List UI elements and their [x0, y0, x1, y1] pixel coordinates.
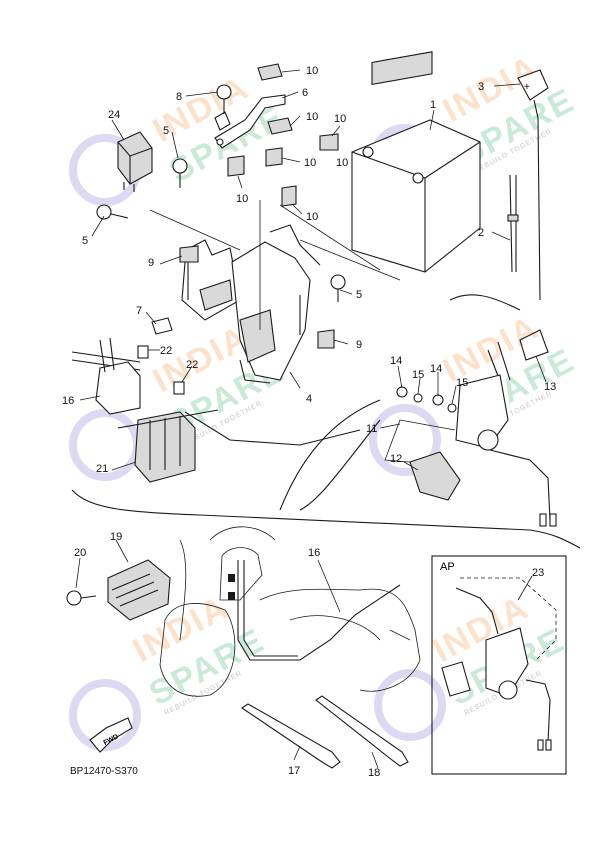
callout-5: 5	[163, 125, 169, 137]
battery-cable: +	[507, 69, 549, 301]
inset-label: AP	[440, 561, 455, 573]
damper-pads	[179, 245, 335, 349]
callout-10: 10	[306, 111, 318, 123]
callout-2: 2	[478, 227, 484, 239]
callout-10: 10	[336, 157, 348, 169]
scooter-outline	[159, 526, 421, 697]
relay	[117, 131, 153, 192]
screws	[96, 158, 346, 302]
rubber-pads	[227, 63, 339, 207]
callout-22: 22	[186, 359, 198, 371]
callout-15: 15	[412, 369, 424, 381]
callout-13: 13	[544, 381, 556, 393]
callout-24: 24	[108, 109, 120, 121]
diagram-code: BP12470-S370	[70, 766, 138, 777]
callout-14: 14	[390, 355, 402, 367]
callout-labels: 1 2 3 4 5 5 5 6 7 8 9 9 10 10 10 10 10 1…	[62, 65, 556, 779]
callout-8: 8	[176, 91, 182, 103]
callout-10: 10	[334, 113, 346, 125]
callout-23: 23	[532, 567, 544, 579]
battery-plus-sign: +	[524, 82, 530, 93]
leader-lines	[75, 69, 547, 769]
callout-4: 4	[306, 393, 312, 405]
callout-3: 3	[478, 81, 484, 93]
callout-16: 16	[62, 395, 74, 407]
callout-5: 5	[82, 235, 88, 247]
callout-10: 10	[304, 157, 316, 169]
callout-11: 11	[366, 423, 377, 435]
callout-19: 19	[110, 531, 122, 543]
callout-9: 9	[356, 339, 362, 351]
rectifier-regulator	[66, 559, 171, 621]
callout-10: 10	[236, 193, 248, 205]
inset-box: AP	[431, 555, 567, 775]
callout-14: 14	[430, 363, 442, 375]
callout-10: 10	[306, 65, 318, 77]
callout-6: 6	[302, 87, 308, 99]
callout-15: 15	[456, 377, 468, 389]
watermark-logo-icon	[374, 669, 446, 741]
main-switch	[384, 329, 557, 527]
callout-20: 20	[74, 547, 86, 559]
callout-12: 12	[390, 453, 402, 465]
nut-plate	[151, 317, 173, 335]
callout-7: 7	[136, 305, 142, 317]
callout-17: 17	[288, 765, 300, 777]
callout-16: 16	[308, 547, 320, 559]
cable-ties	[241, 695, 409, 769]
section-divider	[71, 489, 581, 549]
watermark-logo-icon	[369, 404, 441, 476]
stay-bracket	[214, 84, 286, 149]
callout-1: 1	[430, 99, 436, 111]
callout-18: 18	[368, 767, 380, 779]
callout-5: 5	[356, 289, 362, 301]
battery	[351, 51, 481, 273]
callout-10: 10	[306, 211, 318, 223]
starter-relay	[71, 337, 361, 483]
callout-21: 21	[96, 463, 108, 475]
callout-22: 22	[160, 345, 172, 357]
callout-9: 9	[148, 257, 154, 269]
